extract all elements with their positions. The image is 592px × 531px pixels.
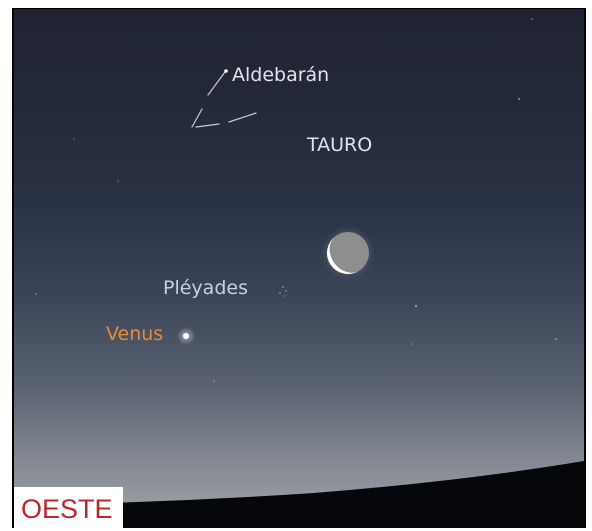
star [555, 338, 557, 340]
pleiades-cluster [279, 286, 287, 297]
direction-label: OESTE [21, 494, 113, 524]
constellation-line [207, 71, 226, 96]
constellation-line [191, 108, 203, 128]
star [117, 180, 119, 182]
star [411, 343, 413, 345]
moon-disc [327, 232, 369, 274]
sky-drawing [14, 18, 584, 528]
star [213, 380, 215, 382]
star [73, 138, 75, 140]
star [531, 18, 533, 20]
star [285, 290, 287, 292]
taurus-constellation-lines [191, 71, 257, 128]
venus-planet [177, 327, 195, 345]
star [414, 304, 418, 308]
moon [321, 226, 375, 280]
star [284, 295, 286, 297]
constellation-line [228, 112, 257, 123]
star [35, 293, 37, 295]
constellation-line [195, 123, 220, 128]
tauro-label: TAURO [307, 134, 373, 156]
star [518, 98, 520, 100]
pleyades-label: Pléyades [163, 277, 248, 299]
aldebaran-star [224, 69, 228, 73]
venus-dot [183, 333, 189, 339]
venus-label: Venus [106, 323, 164, 345]
star [279, 292, 281, 294]
horizon-ground [14, 461, 584, 528]
direction-box: OESTE [14, 487, 123, 529]
moon-crescent [327, 235, 361, 274]
aldebaran-label: Aldebarán [232, 64, 330, 86]
star [282, 286, 284, 288]
night-sky-view: Aldebarán TAURO Pléyades Venus [12, 8, 586, 528]
